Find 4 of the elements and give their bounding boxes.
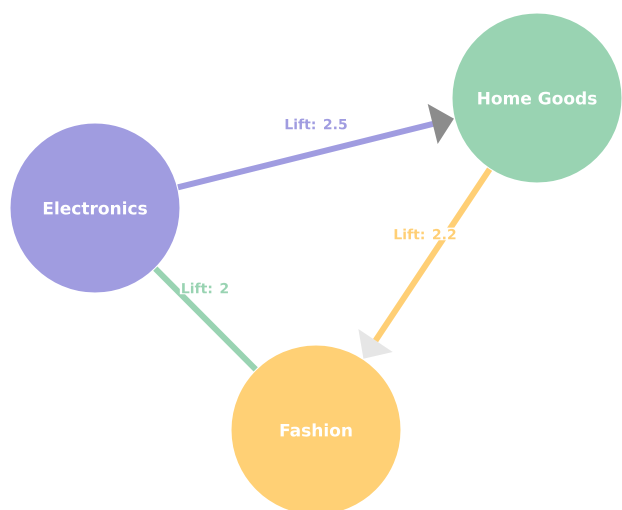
edge-label: Lift: 2.2 (392, 228, 458, 240)
edge-label: Lift: 2.5 (283, 118, 349, 130)
edge-label: Lift: 2 (180, 282, 230, 294)
connector-line (153, 266, 258, 372)
